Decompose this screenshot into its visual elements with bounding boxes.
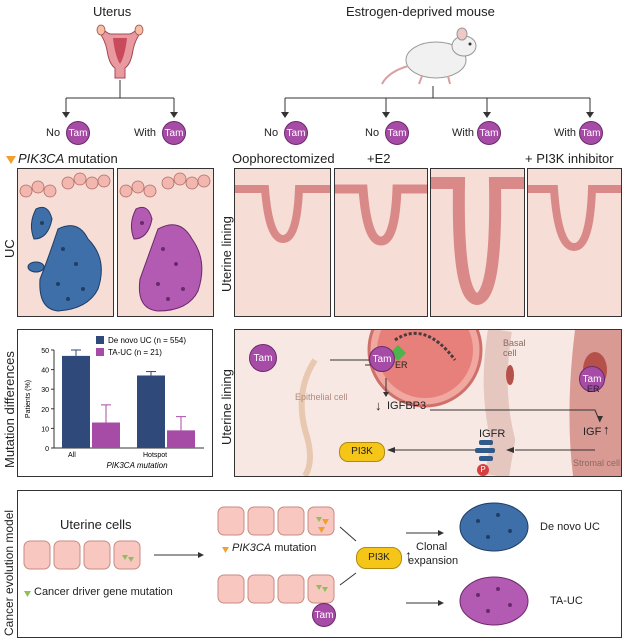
tam-badge: Tam xyxy=(66,121,90,145)
lining-panel-oophorectomized xyxy=(234,168,331,317)
er-label: ER xyxy=(395,360,408,370)
down-arrow-icon: ↓ xyxy=(375,398,382,413)
ta-uc-label: TA-UC xyxy=(550,595,583,607)
legend-swatch xyxy=(96,336,104,344)
bar xyxy=(137,375,165,448)
up-arrow-icon: ↑ xyxy=(603,422,610,437)
evolution-panel: Uterine cells Cancer driver gene mutatio… xyxy=(17,490,622,638)
x-tick-label: Hotspot xyxy=(143,452,167,459)
y-tick-label: 30 xyxy=(41,387,49,394)
epithelial-cell-label: Epithelial cell xyxy=(295,392,348,402)
tam-badge: Tam xyxy=(385,121,409,145)
tam-badge: Tam xyxy=(579,121,603,145)
label-with: With xyxy=(134,127,156,139)
phospho-badge: P xyxy=(477,464,489,476)
legend-label: TA-UC (n = 21) xyxy=(108,348,162,357)
uterine-lining-label-mid: Uterine lining xyxy=(219,369,234,445)
y-tick-label: 50 xyxy=(41,348,49,355)
tam-molecule: Tam xyxy=(249,344,277,372)
label-with: With xyxy=(554,127,576,139)
y-tick-label: 10 xyxy=(41,426,49,433)
pi3k-pill: PI3K xyxy=(339,442,385,462)
bar xyxy=(167,430,195,448)
mouse-icon xyxy=(381,27,477,85)
mutation-suffix: mutation xyxy=(64,151,118,166)
signaling-panel: Tam Tam ER Tam ER Epithelial cell Basal … xyxy=(234,329,622,477)
mutation-triangle-icon xyxy=(6,156,16,164)
pi3k-pill: PI3K xyxy=(356,547,402,569)
bar xyxy=(92,422,120,448)
label-no: No xyxy=(365,127,380,139)
uterine-cells-label: Uterine cells xyxy=(60,517,132,532)
pik3ca-gene: PIK3CA xyxy=(232,542,272,554)
tam-badge: Tam xyxy=(284,121,308,145)
y-tick-label: 0 xyxy=(45,446,49,453)
tam-stromal: Tam xyxy=(579,366,605,392)
condition-pi3k-inhibitor: + PI3K inhibitor xyxy=(525,151,614,166)
pik3ca-gene: PIK3CA xyxy=(18,151,65,166)
igf-label: IGF xyxy=(583,426,602,438)
up-arrow-icon: ↑ xyxy=(405,547,412,563)
model-title: Cancer evolution model xyxy=(2,509,16,636)
tam-bound-er: Tam xyxy=(369,346,395,372)
y-axis-label: Patients (%) xyxy=(25,380,32,418)
legend-swatch xyxy=(96,348,104,356)
uc-label: UC xyxy=(2,239,17,258)
y-tick-label: 20 xyxy=(41,407,49,414)
tree-connectors xyxy=(62,80,594,118)
basal-cell-label: Basal cell xyxy=(503,338,526,358)
tam-badge: Tam xyxy=(162,121,186,145)
igfbp3-label: IGFBP3 xyxy=(387,400,427,412)
expansion-label: expansion xyxy=(408,555,459,567)
de-novo-uc-label: De novo UC xyxy=(540,521,600,533)
tam-badge: Tam xyxy=(312,603,336,627)
tam-badge: Tam xyxy=(477,121,501,145)
x-axis-label: PIK3CA mutation xyxy=(106,461,168,470)
uc-panel-with-tam xyxy=(117,168,214,317)
x-tick-label: All xyxy=(68,452,76,459)
mutation-label: PIK3CA mutation xyxy=(18,151,118,166)
mouse-title: Estrogen-deprived mouse xyxy=(346,4,495,19)
lining-panel-with-tam xyxy=(430,168,525,317)
pik3ca-mutation-label: PIK3CA mutation xyxy=(232,542,316,554)
clonal-label: Clonal xyxy=(416,541,448,553)
label-no: No xyxy=(46,127,61,139)
mutation-differences-label: Mutation differences xyxy=(2,351,17,468)
stromal-cell-label: Stromal cell xyxy=(573,458,621,468)
uc-panel-no-tam xyxy=(17,168,114,317)
lining-panel-e2 xyxy=(334,168,428,317)
label-with: With xyxy=(452,127,474,139)
lining-panel-pi3k-inhibitor xyxy=(527,168,622,317)
igfr-label: IGFR xyxy=(479,428,506,440)
uterine-lining-label: Uterine lining xyxy=(219,216,234,292)
legend-label: De novo UC (n = 554) xyxy=(108,336,186,345)
bar xyxy=(62,355,90,448)
er-label: ER xyxy=(587,384,600,394)
uterus-icon xyxy=(96,24,144,79)
uterus-title: Uterus xyxy=(93,4,132,19)
driver-mutation-label: Cancer driver gene mutation xyxy=(34,586,173,598)
condition-oophorectomized: Oophorectomized xyxy=(232,151,335,166)
label-no: No xyxy=(264,127,279,139)
y-tick-label: 40 xyxy=(41,368,49,375)
condition-e2: +E2 xyxy=(367,151,391,166)
mutation-suffix: mutation xyxy=(271,542,317,554)
